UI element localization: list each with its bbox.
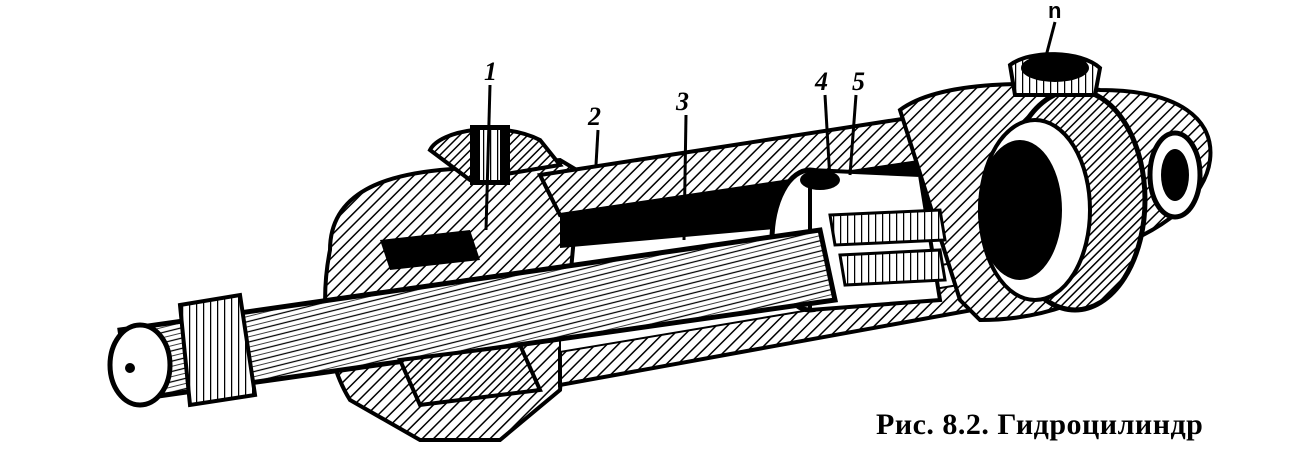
callout-2: 2 [587, 102, 601, 166]
svg-text:5: 5 [852, 67, 865, 96]
callout-3: 3 [675, 87, 689, 241]
callout-4: 4 [814, 67, 832, 181]
svg-text:4: 4 [814, 67, 828, 96]
rear-end-cap [897, 52, 1213, 323]
svg-text:2: 2 [587, 102, 601, 131]
piston-rod [107, 227, 839, 408]
svg-text:3: 3 [675, 87, 689, 116]
svg-text:1: 1 [484, 57, 497, 86]
callout-port: n [1043, 0, 1061, 61]
rod-seal [380, 230, 543, 408]
callout-1: 1 [484, 57, 497, 231]
callout-5: 5 [848, 67, 865, 176]
figure-caption: Рис. 8.2. Гидроцилиндр [876, 408, 1204, 441]
svg-text:n: n [1048, 0, 1061, 23]
